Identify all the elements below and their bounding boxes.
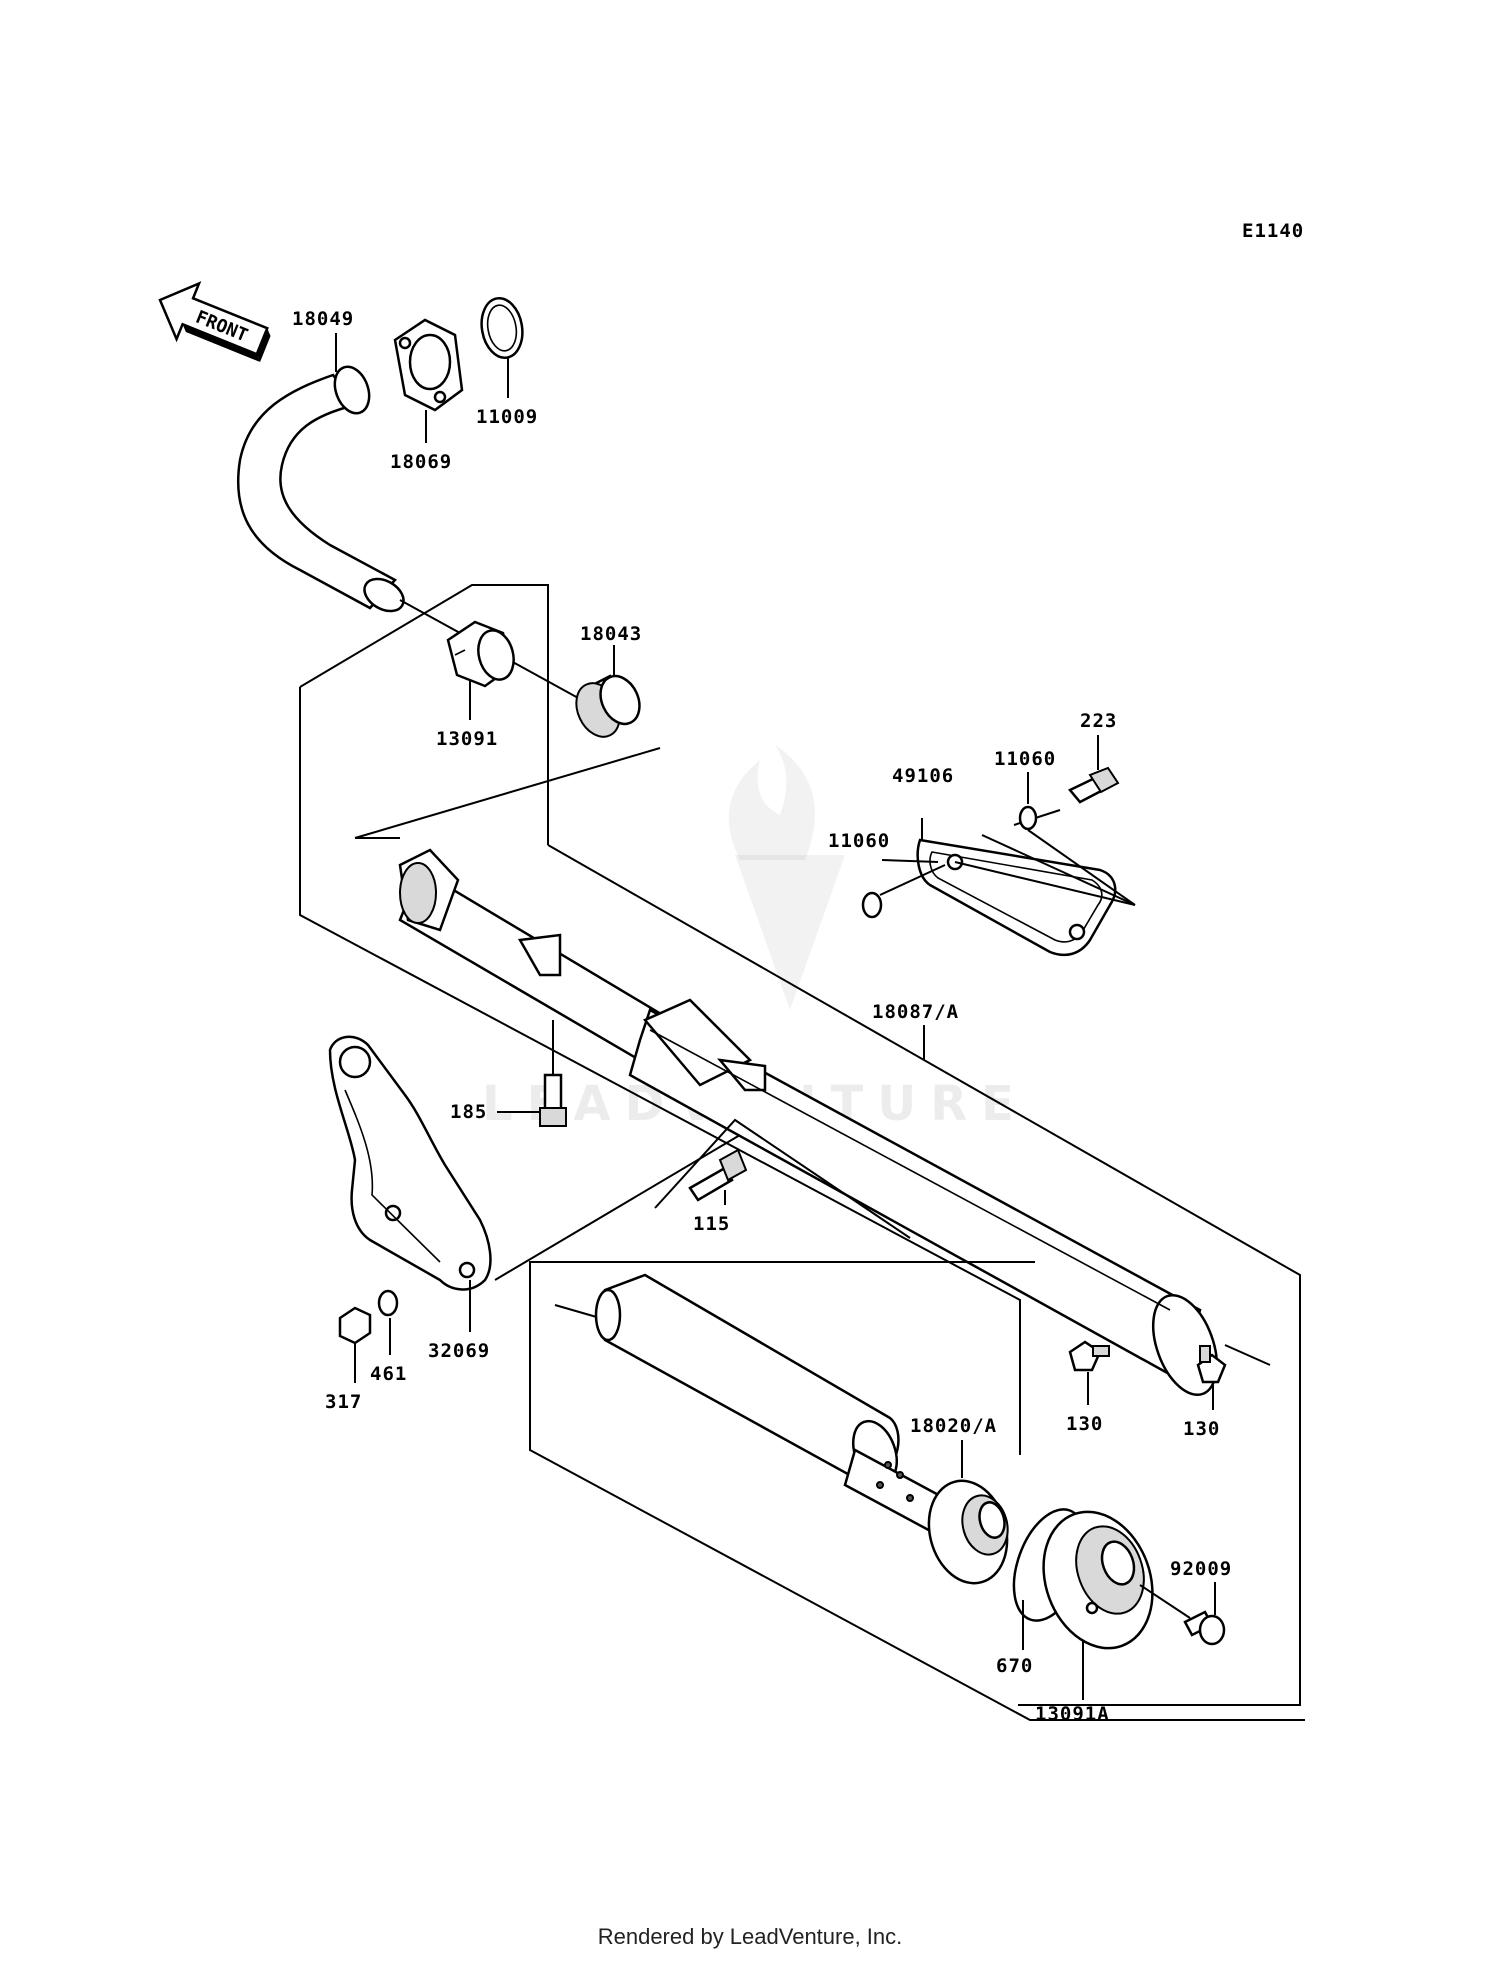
- bolt-92009: [1183, 1610, 1226, 1646]
- label-49106: 49106: [892, 765, 954, 787]
- diagram-code: E1140: [1242, 220, 1304, 242]
- label-115: 115: [693, 1213, 730, 1235]
- label-185: 185: [450, 1101, 487, 1123]
- label-317: 317: [325, 1391, 362, 1413]
- label-32069: 32069: [428, 1340, 490, 1362]
- bolt-223: [1068, 766, 1120, 804]
- label-18043: 18043: [580, 623, 642, 645]
- sleeve-18043: [575, 674, 641, 738]
- label-130-right: 130: [1183, 1418, 1220, 1440]
- gasket-11009: [480, 297, 524, 359]
- label-130-left: 130: [1066, 1413, 1103, 1435]
- nut-317: [338, 1306, 372, 1345]
- bolt-115: [688, 1148, 748, 1202]
- label-223: 223: [1080, 710, 1117, 732]
- heat-guard-49106: [916, 838, 1117, 957]
- label-92009: 92009: [1170, 1558, 1232, 1580]
- label-461: 461: [370, 1363, 407, 1385]
- flange-18069: [393, 318, 464, 412]
- bolt-130-right: [1196, 1345, 1227, 1384]
- washer-461: [377, 1289, 399, 1317]
- label-18069: 18069: [390, 451, 452, 473]
- label-13091: 13091: [436, 728, 498, 750]
- exhaust-header-pipe: [236, 365, 405, 613]
- nut-13091: [446, 620, 515, 688]
- washer-11060-lower: [861, 891, 883, 919]
- label-13091A: 13091A: [1035, 1703, 1110, 1725]
- label-11060-upper: 11060: [994, 748, 1056, 770]
- label-11060-lower: 11060: [828, 830, 890, 852]
- washer-11060-upper: [1018, 805, 1038, 831]
- silencer-18020A: [594, 1273, 1009, 1585]
- bolt-130-left: [1068, 1340, 1110, 1372]
- label-670: 670: [996, 1655, 1033, 1677]
- front-arrow-icon: FRONT: [158, 281, 271, 362]
- bracket-32069: [328, 1035, 492, 1291]
- end-cap-13091A: [1042, 1510, 1154, 1650]
- bolt-185: [539, 1073, 567, 1127]
- footer-credit: Rendered by LeadVenture, Inc.: [597, 1924, 903, 1949]
- muffler-18087A: [398, 848, 1219, 1397]
- label-18049: 18049: [292, 308, 354, 330]
- label-11009: 11009: [476, 406, 538, 428]
- label-18020A: 18020/A: [910, 1415, 997, 1437]
- label-18087A: 18087/A: [872, 1001, 959, 1023]
